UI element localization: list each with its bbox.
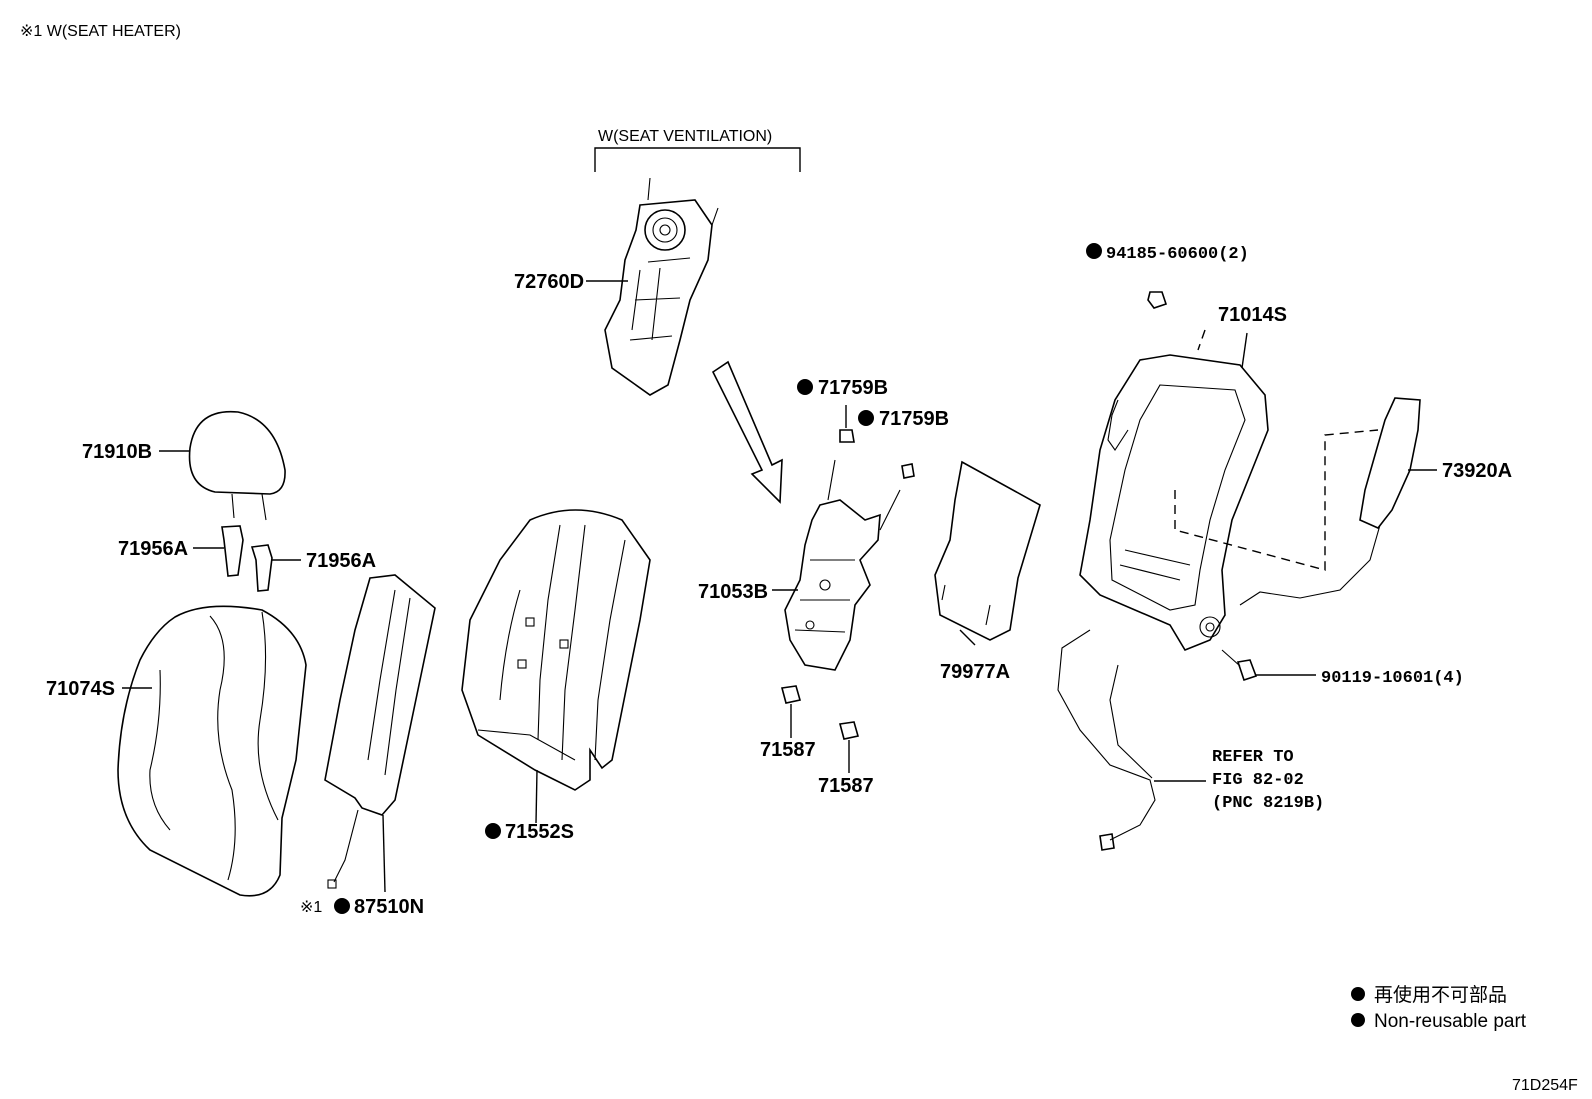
label-71956A-a: 71956A xyxy=(118,538,188,560)
legend-dot-en xyxy=(1351,1013,1365,1027)
part-94185-nut xyxy=(1086,243,1168,309)
part-72760D-blower xyxy=(586,177,719,396)
part-71074S-cover xyxy=(117,605,307,897)
legend-dot-jp xyxy=(1351,987,1365,1001)
label-71074S: 71074S xyxy=(46,678,115,700)
part-71759B-clip-b xyxy=(858,410,915,479)
label-73920A: 73920A xyxy=(1442,460,1512,482)
part-73920A-airbag xyxy=(1239,397,1437,606)
part-71956A-guide-a xyxy=(193,525,244,577)
non-reusable-mark-71552S xyxy=(485,823,501,839)
label-71014S: 71014S xyxy=(1218,304,1287,326)
label-71587-a: 71587 xyxy=(760,739,816,761)
label-71956A-b: 71956A xyxy=(306,550,376,572)
label-79977A: 79977A xyxy=(940,661,1010,683)
part-wire-harness xyxy=(1057,629,1206,851)
legend-en: Non-reusable part xyxy=(1374,1011,1527,1032)
refer-line-2: FIG 82-02 xyxy=(1212,771,1304,790)
refer-line-1: REFER TO xyxy=(1212,748,1294,767)
legend-jp: 再使用不可部品 xyxy=(1374,984,1507,1006)
label-71552S: 71552S xyxy=(505,821,574,843)
label-94185: 94185-60600(2) xyxy=(1106,245,1249,264)
figure-id: 71D254F xyxy=(1512,1077,1578,1094)
part-71759B-clip-a xyxy=(797,379,855,443)
label-71910B: 71910B xyxy=(82,441,152,463)
label-87510N-mark: ※1 xyxy=(300,899,322,916)
part-71910B-headrest xyxy=(159,410,286,521)
part-71587-clip-b xyxy=(838,721,860,773)
label-71759B-a: 71759B xyxy=(818,377,888,399)
part-71956A-guide-b xyxy=(250,544,301,592)
label-71587-b: 71587 xyxy=(818,775,874,797)
part-71053B-bracket xyxy=(772,459,901,671)
assembly-arrow xyxy=(711,360,783,504)
label-71759B-b: 71759B xyxy=(879,408,949,430)
ventilation-label: W(SEAT VENTILATION) xyxy=(598,128,772,145)
ventilation-bracket: W(SEAT VENTILATION) xyxy=(594,128,801,172)
part-71552S-pad xyxy=(461,509,651,824)
part-71587-clip-a xyxy=(780,685,802,738)
non-reusable-mark-87510N xyxy=(334,898,350,914)
part-79977A-pad xyxy=(934,460,1041,646)
label-72760D: 72760D xyxy=(514,271,584,293)
refer-line-3: (PNC 8219B) xyxy=(1212,794,1324,813)
label-90119: 90119-10601(4) xyxy=(1321,669,1464,688)
legend: 再使用不可部品 Non-reusable part xyxy=(1351,984,1527,1032)
seat-heater-note: ※1 W(SEAT HEATER) xyxy=(20,23,181,40)
part-90119-bolt xyxy=(1221,649,1316,682)
part-87510N-heater xyxy=(324,574,436,893)
label-71053B: 71053B xyxy=(698,581,768,603)
part-71014S-frame xyxy=(1079,329,1379,651)
label-87510N: 87510N xyxy=(354,896,424,918)
